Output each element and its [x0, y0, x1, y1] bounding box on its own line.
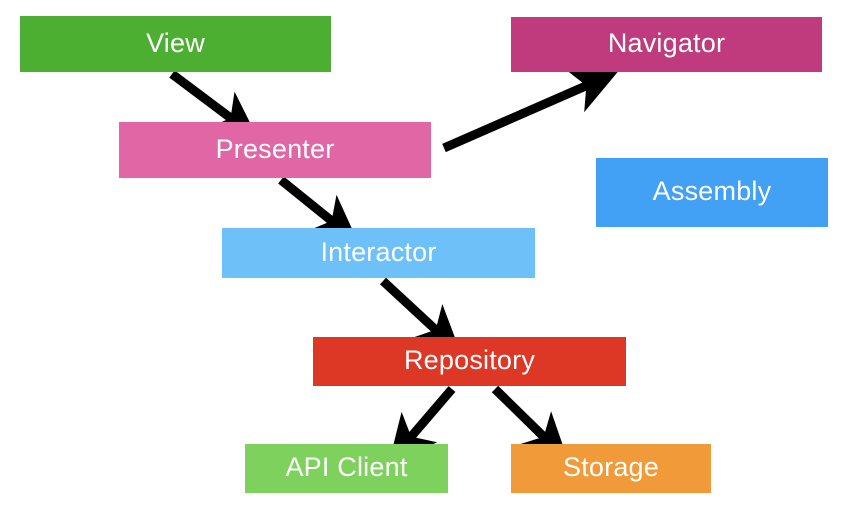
- node-repository-label: Repository: [403, 345, 536, 375]
- node-repository[interactable]: Repository: [313, 337, 626, 386]
- node-assembly[interactable]: Assembly: [596, 158, 828, 227]
- node-storage-label: Storage: [563, 452, 659, 482]
- arrow-repository-to-storage: [491, 385, 569, 461]
- node-api-client-label: API Client: [285, 452, 408, 482]
- node-presenter[interactable]: Presenter: [119, 122, 431, 178]
- node-navigator[interactable]: Navigator: [511, 17, 822, 72]
- node-api-client[interactable]: API Client: [245, 444, 448, 493]
- arrow-view-to-presenter: [169, 70, 258, 139]
- node-navigator-label: Navigator: [607, 28, 726, 58]
- node-storage[interactable]: Storage: [511, 444, 711, 493]
- node-interactor[interactable]: Interactor: [222, 228, 535, 278]
- node-presenter-label: Presenter: [215, 133, 335, 164]
- node-interactor-label: Interactor: [320, 236, 437, 267]
- arrow-presenter-to-interactor: [278, 176, 359, 243]
- arrow-presenter-to-navigator: [442, 69, 618, 153]
- arrow-repository-to-api-client: [388, 386, 456, 463]
- node-view-label: View: [146, 27, 205, 58]
- arrow-interactor-to-repository: [379, 277, 461, 354]
- node-assembly-label: Assembly: [652, 176, 772, 206]
- node-view[interactable]: View: [20, 16, 331, 72]
